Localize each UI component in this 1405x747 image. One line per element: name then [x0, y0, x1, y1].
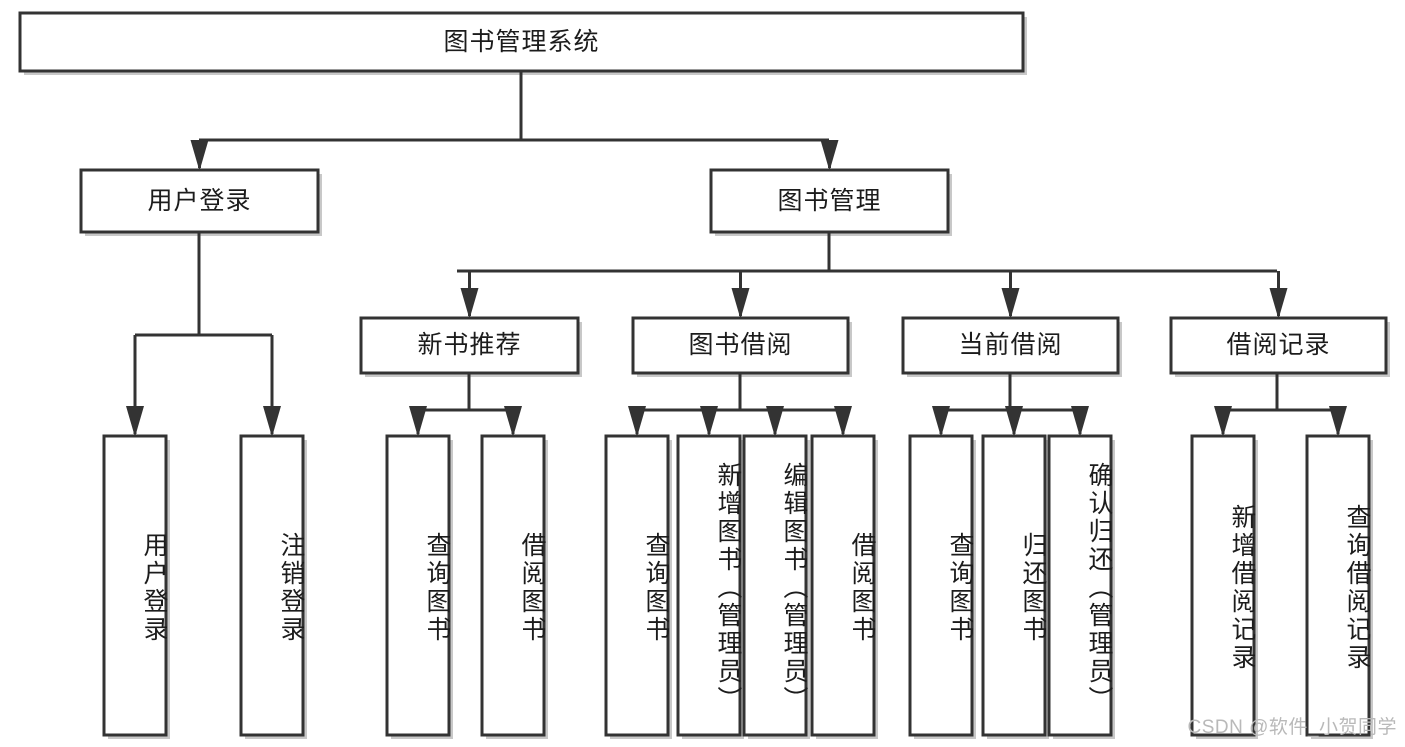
arrowhead-icon [1071, 406, 1089, 437]
node-box-leaf-query-book-3[interactable] [908, 434, 974, 737]
node-box-book-borrow[interactable] [631, 316, 850, 375]
box-layer [18, 11, 1388, 737]
node-box-new-book-rec[interactable] [359, 316, 580, 375]
arrowhead-icon [766, 406, 784, 437]
arrowhead-icon [834, 406, 852, 437]
node-box-leaf-borrow-book-1[interactable] [480, 434, 546, 737]
node-box-current-borrow[interactable] [901, 316, 1120, 375]
node-box-leaf-borrow-book-2[interactable] [810, 434, 876, 737]
node-box-leaf-user-login[interactable] [102, 434, 168, 737]
node-box-leaf-query-book-1[interactable] [385, 434, 451, 737]
arrowhead-icon [932, 406, 950, 437]
node-box-leaf-user-logout[interactable] [239, 434, 305, 737]
node-box-leaf-confirm-return[interactable] [1047, 434, 1113, 737]
arrowhead-icon [1001, 288, 1020, 319]
node-box-leaf-return-book[interactable] [981, 434, 1047, 737]
connector-layer [126, 71, 1347, 437]
node-box-leaf-edit-book[interactable] [742, 434, 808, 737]
arrowhead-icon [126, 406, 144, 437]
arrowhead-icon [731, 288, 750, 319]
arrowhead-icon [460, 288, 479, 319]
node-box-leaf-add-book[interactable] [676, 434, 742, 737]
arrowhead-icon [628, 406, 646, 437]
arrowhead-icon [1329, 406, 1347, 437]
node-box-root[interactable] [18, 11, 1025, 73]
node-box-leaf-add-record[interactable] [1190, 434, 1256, 737]
arrowhead-icon [1269, 288, 1288, 319]
arrowhead-icon [1005, 406, 1023, 437]
arrowhead-icon [190, 140, 209, 171]
node-box-borrow-record[interactable] [1169, 316, 1388, 375]
arrowhead-icon [700, 406, 718, 437]
arrowhead-icon [409, 406, 427, 437]
node-box-user-login[interactable] [79, 168, 320, 234]
arrowhead-icon [263, 406, 281, 437]
arrowhead-icon [1214, 406, 1232, 437]
node-box-leaf-query-record[interactable] [1305, 434, 1371, 737]
arrowhead-icon [820, 140, 839, 171]
node-box-book-mgmt[interactable] [709, 168, 950, 234]
arrowhead-icon [504, 406, 522, 437]
node-box-leaf-query-book-2[interactable] [604, 434, 670, 737]
